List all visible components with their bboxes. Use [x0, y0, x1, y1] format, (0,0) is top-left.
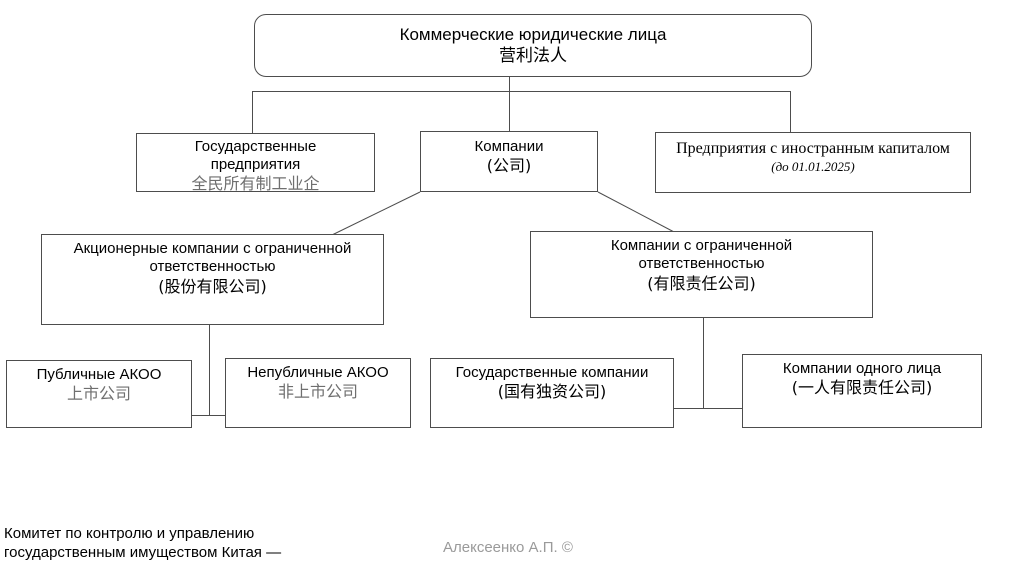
node-state-owned-ru: Государственные компании	[455, 364, 649, 381]
node-companies-cn: (公司)	[486, 156, 532, 176]
node-one-person-cn: (一人有限责任公司)	[791, 378, 933, 398]
connector-companies-to-llc	[597, 191, 677, 234]
connector-jsc-stem	[209, 325, 210, 416]
author-signature: Алексеенко А.П. ©	[443, 539, 573, 556]
node-public-jsc-cn: 上市公司	[66, 384, 131, 404]
node-llc-ru: Компании с ограниченной ответственностью	[610, 237, 793, 273]
node-foreign-capital-ru: Предприятия с иностранным капиталом	[676, 140, 950, 157]
node-foreign-capital-cn: (до 01.01.2025)	[771, 158, 855, 174]
node-public-jsc-ru: Публичные АКОО	[36, 366, 162, 383]
connector-companies-to-jsc	[331, 191, 421, 236]
node-non-public-jsc[interactable]: Непубличные АКОО 非上市公司	[225, 358, 411, 428]
node-one-person-companies[interactable]: Компании одного лица (一人有限责任公司)	[742, 354, 982, 428]
node-title-cn: 营利法人	[499, 45, 567, 66]
node-state-enterprises[interactable]: Государственные предприятия 全民所有制工业企	[136, 133, 375, 193]
connector-bus-to-companies	[509, 91, 510, 132]
node-state-owned-cn: (国有独资公司)	[497, 382, 607, 402]
connector-jsc-bus	[190, 415, 226, 416]
node-companies[interactable]: Компании (公司)	[420, 131, 598, 192]
node-limited-liability-companies[interactable]: Компании с ограниченной ответственностью…	[530, 231, 873, 318]
node-llc-cn: (有限责任公司)	[647, 273, 756, 293]
node-jsc-ru: Акционерные компании с ограниченной отве…	[73, 240, 352, 276]
node-joint-stock-limited-companies[interactable]: Акционерные компании с ограниченной отве…	[41, 234, 384, 325]
node-non-public-jsc-cn: 非上市公司	[277, 382, 358, 402]
connector-root-stem	[509, 77, 510, 92]
node-state-owned-companies[interactable]: Государственные компании (国有独资公司)	[430, 358, 674, 428]
node-commercial-legal-entities[interactable]: Коммерческие юридические лица 营利法人	[254, 14, 812, 77]
footnote: Комитет по контролю и управлению государ…	[4, 504, 424, 574]
connector-llc-bus	[674, 408, 744, 409]
connector-bus-to-state-enterprises	[252, 91, 253, 133]
node-companies-ru: Компании	[474, 138, 544, 155]
node-non-public-jsc-ru: Непубличные АКОО	[247, 364, 389, 381]
node-foreign-capital-enterprises[interactable]: Предприятия с иностранным капиталом (до …	[655, 132, 971, 193]
connector-llc-stem	[703, 318, 704, 409]
node-title-ru: Коммерческие юридические лица	[399, 24, 667, 44]
node-one-person-ru: Компании одного лица	[782, 360, 942, 377]
node-jsc-cn: (股份有限公司)	[158, 276, 267, 296]
footnote-ru: Комитет по контролю и управлению государ…	[4, 524, 282, 562]
node-state-enterprises-cn: 全民所有制工业企	[191, 173, 320, 193]
node-state-enterprises-ru: Государственные предприятия	[194, 138, 317, 174]
node-public-jsc[interactable]: Публичные АКОО 上市公司	[6, 360, 192, 428]
connector-root-bus	[252, 91, 791, 92]
connector-bus-to-foreign-capital	[790, 91, 791, 132]
